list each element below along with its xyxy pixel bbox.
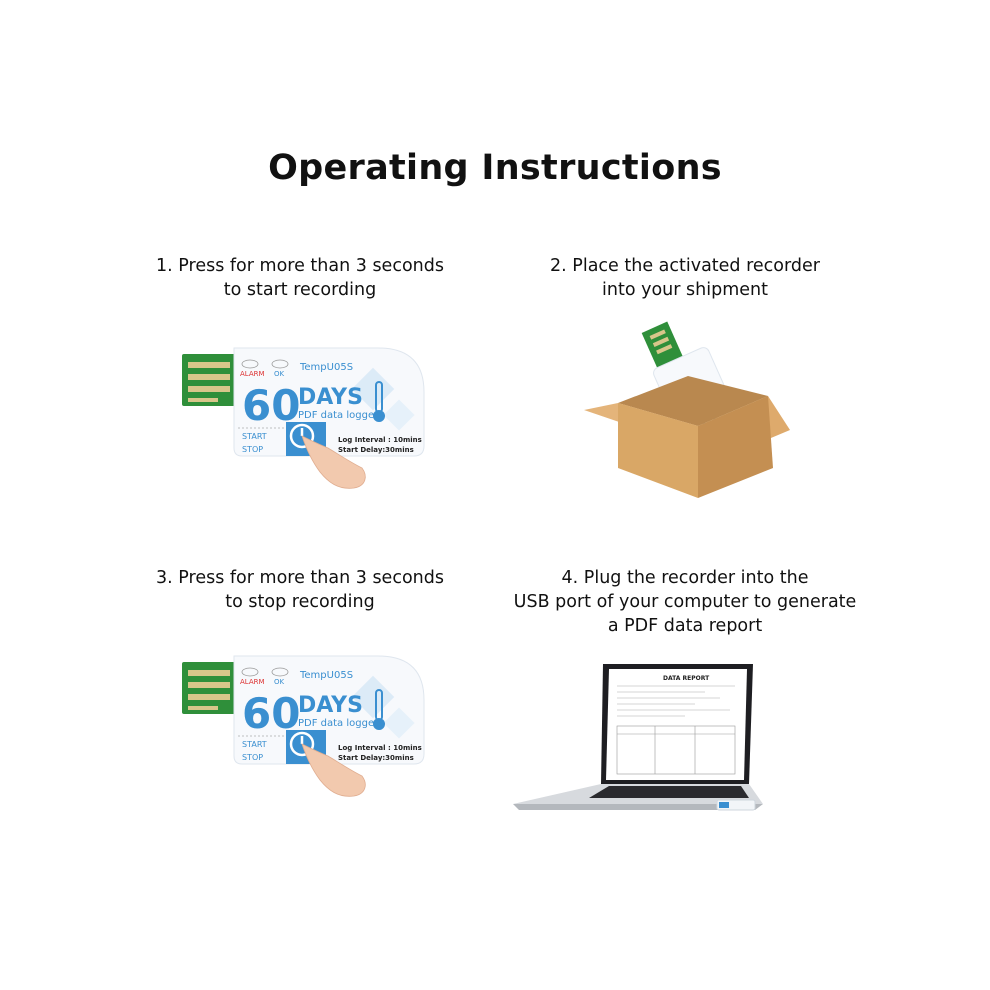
step-4-line-3: a PDF data report — [607, 616, 763, 636]
device-subtitle: PDF data logger — [298, 410, 379, 421]
pdf-report-page — [606, 669, 747, 780]
step-3-line-2: to stop recording — [225, 592, 375, 612]
log-interval: Log Interval : 10mins — [338, 744, 422, 752]
step-1-line-2: to start recording — [223, 280, 377, 300]
start-label: START — [242, 740, 267, 749]
ok-label: OK — [274, 370, 285, 378]
box-side — [698, 396, 773, 498]
power-button-icon — [289, 423, 315, 449]
device-subtitle: PDF data logger — [298, 718, 379, 729]
thermometer-icon — [373, 689, 385, 730]
ok-label: OK — [274, 678, 285, 686]
stop-label: STOP — [242, 753, 263, 762]
report-table — [616, 725, 736, 775]
shipment-box-illustration: 60 — [584, 321, 790, 498]
step-3-caption: 3. Press for more than 3 seconds to stop… — [140, 566, 460, 614]
days-number: 60 — [242, 381, 300, 430]
step-4-line-2: USB port of your computer to generate — [513, 592, 857, 612]
step-1-caption: 1. Press for more than 3 seconds to star… — [140, 254, 460, 302]
thermometer-icon — [373, 381, 385, 422]
alarm-label: ALARM — [240, 678, 265, 686]
finger-icon — [301, 435, 366, 489]
days-label: DAYS — [298, 693, 363, 718]
page-title: Operating Instructions — [268, 148, 722, 188]
stop-label: STOP — [242, 445, 263, 454]
start-delay: Start Delay:30mins — [338, 446, 414, 454]
power-button-icon — [289, 731, 315, 757]
laptop-keyboard — [589, 786, 749, 798]
finger-icon — [301, 743, 366, 797]
data-logger-start-illustration: ALARM OK TempU05S 60 DAYS PDF data logge… — [182, 347, 425, 489]
step-2-caption: 2. Place the activated recorder into you… — [525, 254, 845, 302]
step-1-line-1: 1. Press for more than 3 seconds — [156, 256, 444, 276]
start-label: START — [242, 432, 267, 441]
alarm-label: ALARM — [240, 370, 265, 378]
step-4-line-1: 4. Plug the recorder into the — [561, 568, 809, 588]
box-front — [618, 403, 698, 498]
laptop-report-illustration: DATA REPORT — [513, 664, 763, 811]
step-2-line-2: into your shipment — [602, 280, 768, 300]
step-2-line-1: 2. Place the activated recorder — [550, 256, 820, 276]
data-logger-stop-illustration: ALARM OK TempU05S 60 DAYS PDF data logge… — [182, 655, 425, 797]
report-title: DATA REPORT — [663, 675, 710, 682]
days-label: DAYS — [298, 385, 363, 410]
step-4-caption: 4. Plug the recorder into the USB port o… — [495, 566, 875, 638]
log-interval: Log Interval : 10mins — [338, 436, 422, 444]
model-label: TempU05S — [299, 670, 353, 681]
start-delay: Start Delay:30mins — [338, 754, 414, 762]
model-label: TempU05S — [299, 362, 353, 373]
days-number: 60 — [242, 689, 300, 738]
step-3-line-1: 3. Press for more than 3 seconds — [156, 568, 444, 588]
